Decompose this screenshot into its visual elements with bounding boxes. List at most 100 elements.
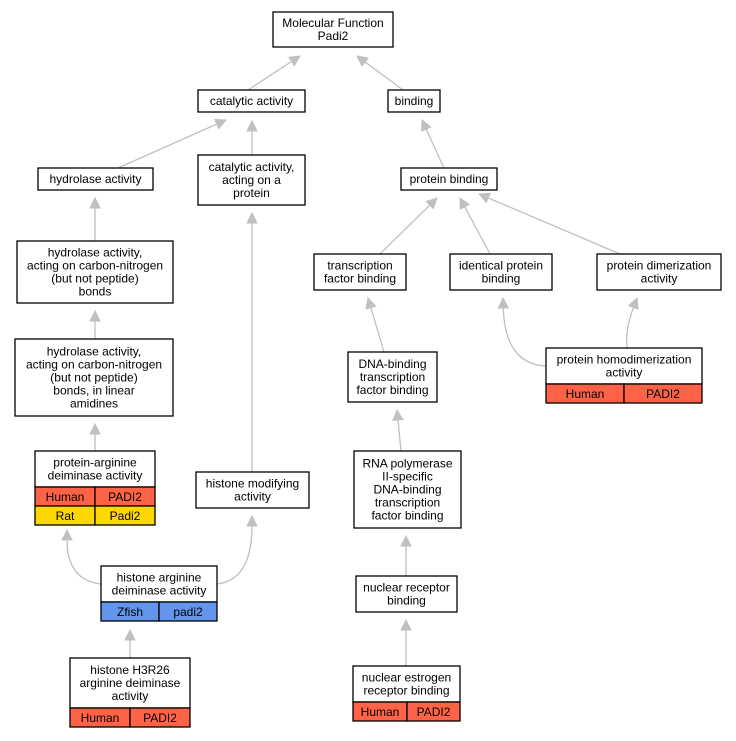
term-label-line: bonds <box>79 285 112 299</box>
go-term-binding[interactable]: binding <box>387 89 441 113</box>
term-label-line: bonds, in linear <box>53 384 134 398</box>
arrowhead <box>497 296 510 309</box>
gene-cell <box>158 601 218 622</box>
arrowhead <box>477 192 491 204</box>
term-label-line: acting on carbon-nitrogen <box>26 358 162 372</box>
species-label: Zfish <box>117 605 143 619</box>
arrowhead <box>124 628 136 641</box>
term-box <box>197 154 306 206</box>
edge-homodimer-identical <box>497 296 547 367</box>
arrowhead <box>392 408 404 422</box>
go-term-hydrolase[interactable]: hydrolase activity <box>37 167 154 191</box>
gene-label: padi2 <box>173 605 203 619</box>
term-label-line: deiminase activity <box>112 584 207 598</box>
edge-line <box>216 525 253 585</box>
term-label-line: binding <box>482 272 521 286</box>
edge-histonearg-histonemod <box>216 514 258 585</box>
gene-cell <box>623 383 703 404</box>
term-label-line: factor binding <box>324 272 396 286</box>
term-label-line: protein dimerization <box>607 259 712 273</box>
arrowhead <box>288 55 301 67</box>
gene-label: PADI2 <box>417 705 451 719</box>
go-term-hydro-cn-lin[interactable]: hydrolase activity,acting on carbon-nitr… <box>14 338 174 417</box>
term-label-line: catalytic activity, <box>209 160 295 174</box>
gene-cell <box>406 701 461 722</box>
term-label-line: activity <box>234 490 271 504</box>
species-label: Human <box>81 711 120 725</box>
edge-line <box>464 206 491 255</box>
go-term-catalytic[interactable]: catalytic activity <box>197 89 306 113</box>
term-box <box>313 253 407 291</box>
edge-line <box>626 307 635 349</box>
term-label-line: DNA-binding <box>373 483 441 497</box>
edge-hydrocn-hydrolase <box>89 196 101 241</box>
gene-label: PADI2 <box>108 490 142 504</box>
edge-nucrec-rnapol <box>400 534 412 576</box>
term-box <box>195 471 310 509</box>
term-label-line: protein binding <box>410 172 489 186</box>
term-label-line: II-specific <box>382 470 433 484</box>
edge-histonearg-pad <box>61 528 102 585</box>
term-label-line: transcription <box>360 370 425 384</box>
term-label-line: transcription <box>327 259 392 273</box>
term-label-line: factor binding <box>371 509 443 523</box>
edge-dnatf-tf <box>365 296 385 353</box>
arrowhead <box>421 118 432 132</box>
term-label-line: amidines <box>70 397 118 411</box>
edge-binding-root <box>356 55 404 91</box>
gene-label: PADI2 <box>143 711 177 725</box>
edge-hydrolase-catalytic <box>117 118 228 169</box>
gene-cell <box>94 505 156 526</box>
edge-hydrocnlin-hydrocn <box>89 309 101 339</box>
term-label-line: (but not peptide) <box>50 371 137 385</box>
term-label-line: Padi2 <box>318 29 349 43</box>
term-label-line: RNA polymerase <box>362 457 452 471</box>
species-label: Human <box>361 705 400 719</box>
term-box <box>34 450 156 488</box>
term-box <box>14 338 174 417</box>
edge-histonemod-catprotein <box>246 211 258 472</box>
edge-line <box>370 307 385 353</box>
term-label-line: histone arginine <box>117 571 202 585</box>
term-label-line: protein homodimerization <box>557 353 692 367</box>
edge-line <box>247 60 292 91</box>
term-label-line: arginine deiminase <box>80 676 181 690</box>
species-label: Human <box>566 387 605 401</box>
term-label-line: receptor binding <box>363 684 449 698</box>
edge-line <box>502 307 547 367</box>
edge-line <box>487 197 621 255</box>
term-box <box>100 565 218 603</box>
term-label-line: factor binding <box>356 383 428 397</box>
species-label: Human <box>46 490 85 504</box>
term-box <box>353 450 462 529</box>
term-label-line: deiminase activity <box>48 469 143 483</box>
go-term-rnapol[interactable]: RNA polymeraseII-specificDNA-bindingtran… <box>353 450 462 529</box>
term-label-line: nuclear receptor <box>363 581 450 595</box>
term-label-line: activity <box>112 689 149 703</box>
arrowhead <box>61 528 73 541</box>
go-term-hydro-cn[interactable]: hydrolase activity,acting on carbon-nitr… <box>16 240 174 304</box>
term-label-line: DNA-binding <box>358 357 426 371</box>
term-label-line: acting on carbon-nitrogen <box>27 259 163 273</box>
term-box <box>449 253 553 291</box>
term-label-line: nuclear estrogen <box>362 671 451 685</box>
edge-line <box>66 539 102 585</box>
species-label: Rat <box>56 509 75 523</box>
go-term-protein-binding[interactable]: protein binding <box>400 167 498 191</box>
term-box <box>545 347 703 385</box>
